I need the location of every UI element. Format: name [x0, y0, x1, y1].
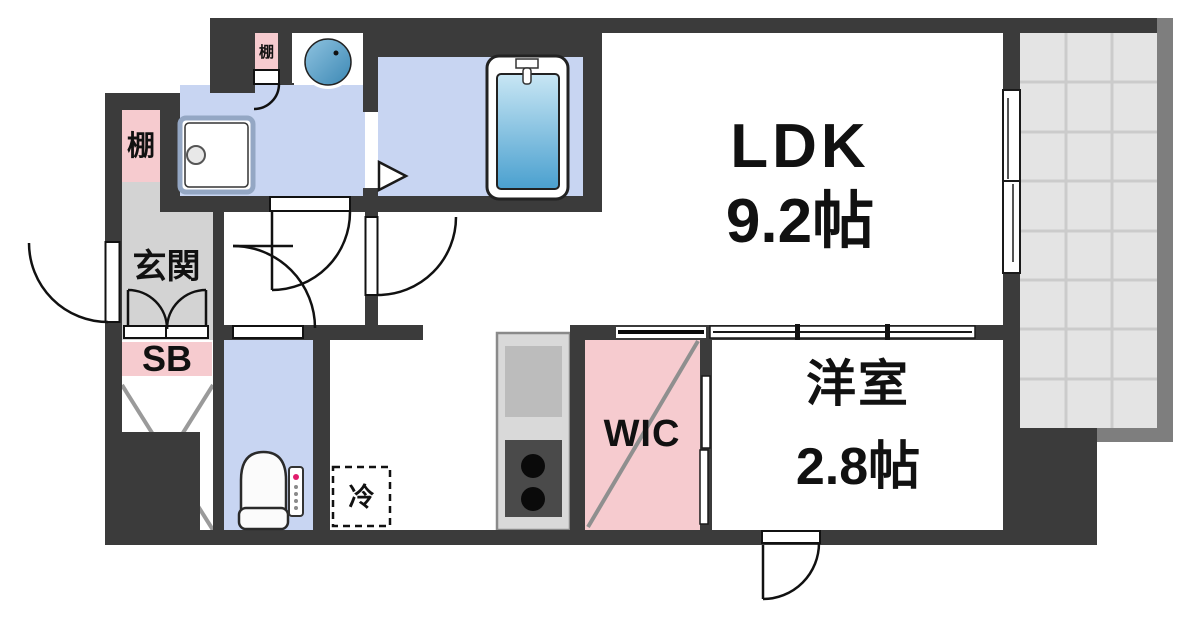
shoe-box-door-leaf	[123, 325, 167, 339]
bedroom-door-opening	[761, 530, 821, 544]
void-space	[120, 383, 215, 532]
kitchen-sink	[505, 346, 562, 417]
door-arcs	[27, 83, 821, 601]
shelf-top-area	[255, 33, 278, 70]
stove-burner-icon	[521, 454, 545, 478]
entrance-floor	[122, 182, 160, 210]
washroom-door-opening	[269, 196, 351, 212]
shelf-door-arc	[253, 83, 281, 111]
toilet-control-panel-icon	[288, 466, 304, 517]
ldk-window	[1002, 89, 1021, 274]
front-door-leaf	[104, 241, 121, 323]
washroom-door-arc	[271, 211, 352, 292]
western-room-label: 洋室	[806, 356, 910, 412]
shelf-left-label: 棚	[126, 130, 155, 161]
shoe-box-area	[122, 342, 212, 376]
wic-diagonal-line	[586, 339, 700, 529]
shoe-box-label: SB	[141, 338, 192, 379]
bath-door-triangle-icon	[377, 159, 409, 193]
washbasin-icon	[177, 115, 256, 195]
balcony-railing	[1097, 428, 1173, 442]
bedroom-door-arc	[762, 542, 821, 601]
toilet-door-opening	[232, 325, 304, 339]
windows	[616, 89, 1021, 525]
ldk-door-arc	[377, 216, 458, 297]
wic-label: WIC	[603, 413, 681, 455]
hall-door-leaf	[364, 216, 379, 296]
wic-opening	[616, 327, 706, 338]
balcony	[1020, 18, 1173, 442]
shoe-box-door-leaf	[165, 325, 209, 339]
ldk-size-label: 9.2帖	[725, 187, 875, 256]
shoe-box-door-arc	[165, 288, 207, 330]
stove-burner-icon	[521, 487, 545, 511]
refrigerator-label: 冷	[348, 482, 375, 512]
balcony-railing	[1157, 18, 1173, 442]
front-door-arc	[27, 242, 109, 324]
entrance-label: 玄関	[132, 248, 201, 286]
western-room-size-label: 2.8帖	[795, 438, 921, 496]
bath-faucet-icon	[515, 58, 539, 69]
toilet-icon	[237, 450, 304, 531]
wic-sliding-door	[699, 375, 711, 525]
refrigerator-space-box	[331, 465, 392, 528]
ldk-label: LDK	[730, 112, 870, 181]
shelf-door-leaf	[253, 69, 280, 85]
shelf-top-label: 棚	[258, 43, 274, 61]
toilet-door-arc	[232, 244, 317, 329]
shelf-left-area	[122, 110, 160, 182]
bathtub-icon	[485, 54, 570, 201]
kitchen-unit	[495, 331, 572, 532]
fixtures	[177, 33, 700, 531]
bedroom-sliding-window	[709, 324, 976, 340]
door-leaves	[104, 69, 821, 544]
balcony-grid	[1020, 33, 1157, 428]
washing-machine-icon	[292, 33, 363, 89]
